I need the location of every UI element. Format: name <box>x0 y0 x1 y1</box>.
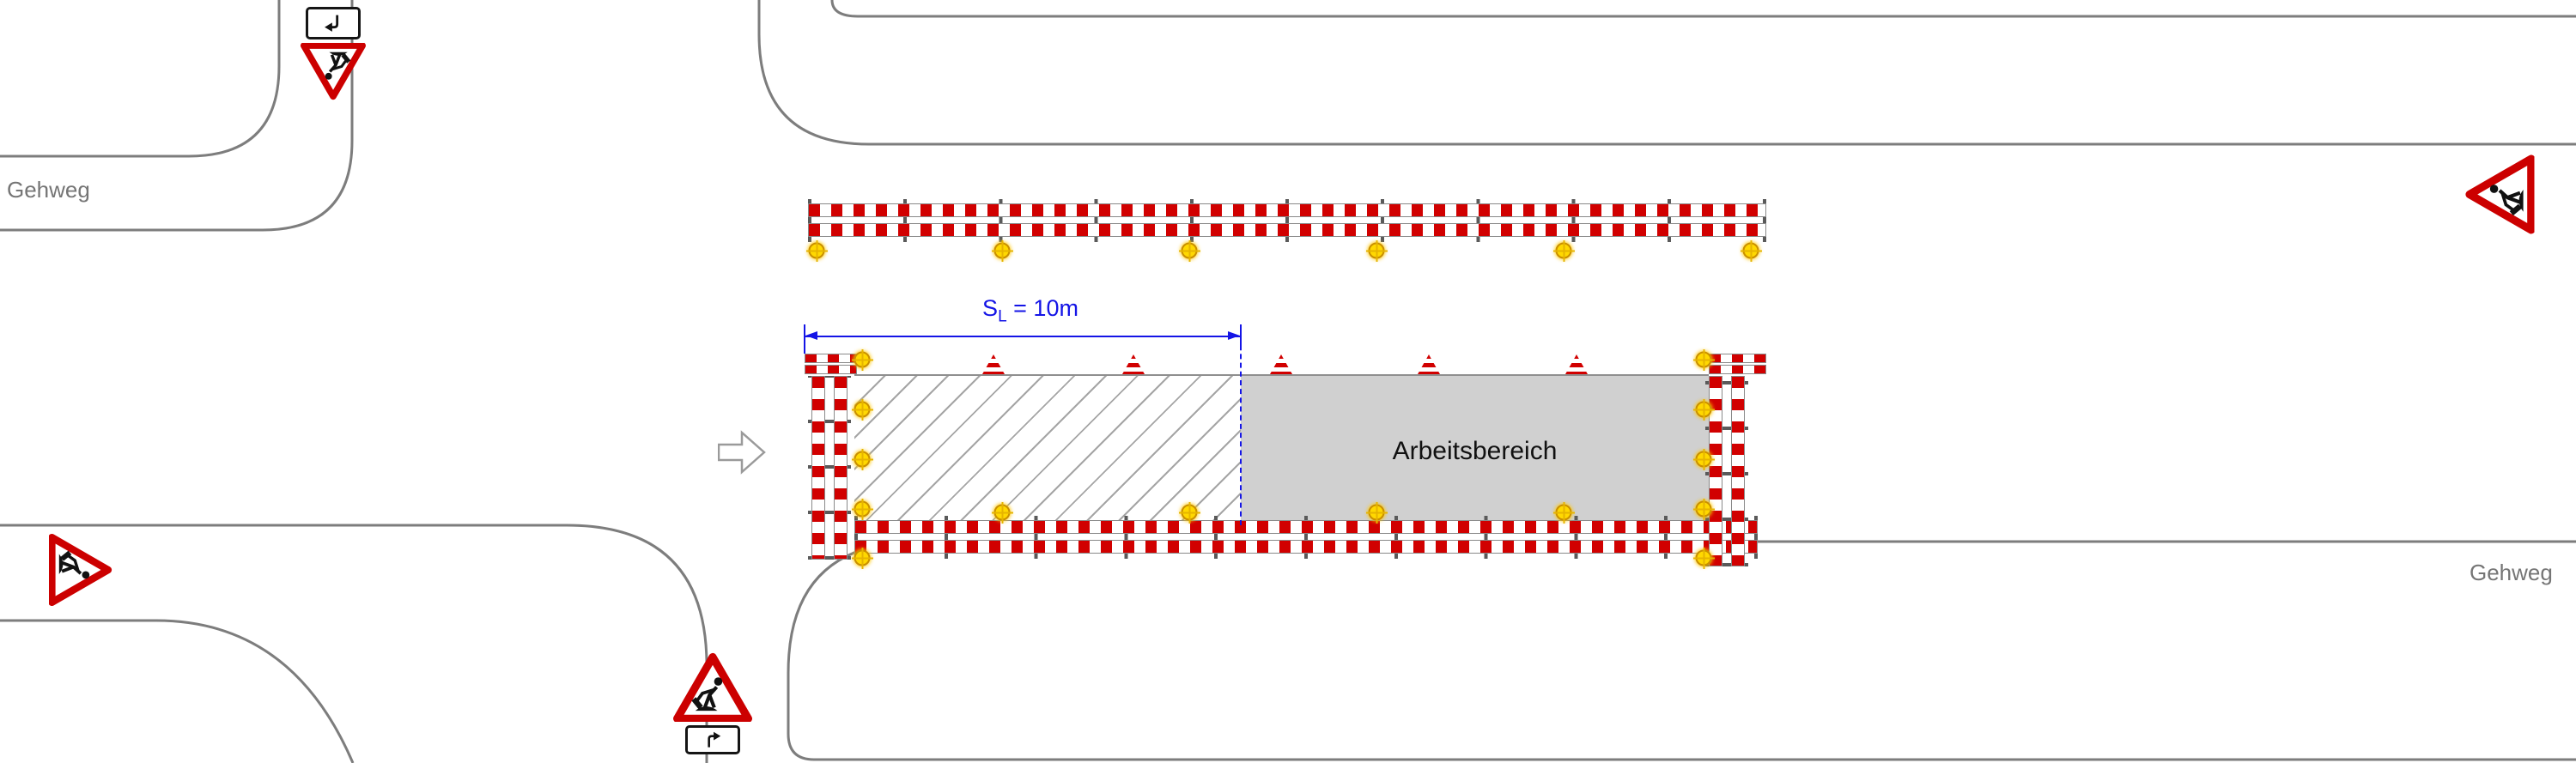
safety-zone-boundary-line <box>1240 336 1242 525</box>
warning-lamp-icon <box>1695 500 1712 518</box>
barrier-cap-left <box>805 365 857 374</box>
warning-lamp-icon <box>1181 504 1198 521</box>
curb-bottom-right <box>787 540 2576 761</box>
warning-lamp-icon <box>1555 242 1572 259</box>
barrier-cap-right <box>1709 354 1766 363</box>
barrier-fence-bottom <box>854 516 1758 559</box>
warning-lamp-icon <box>993 504 1011 521</box>
travel-direction-arrow-icon <box>718 430 766 475</box>
curb-bottom-left <box>0 524 708 763</box>
construction-warning-sign-icon <box>2465 155 2535 234</box>
hook-arrow-icon <box>323 14 339 33</box>
warning-lamp-icon <box>1695 549 1712 566</box>
warning-lamp-icon <box>1181 242 1198 259</box>
curb-top-left <box>0 0 354 232</box>
warning-lamp-icon <box>854 401 871 418</box>
hook-arrow-icon <box>708 730 722 748</box>
dimension-subscript: L <box>998 307 1007 326</box>
sidewalk-label-top-left: Gehweg <box>7 177 90 203</box>
dimension-tick-left <box>804 324 805 354</box>
dimension-arrowhead-right <box>1228 331 1240 340</box>
warning-lamp-icon <box>854 451 871 468</box>
barrier-upright-left <box>834 376 848 560</box>
work-area-label: Arbeitsbereich <box>1392 437 1558 465</box>
warning-lamp-icon <box>854 351 871 368</box>
warning-lamp-icon <box>808 242 825 259</box>
barrier-rail <box>854 520 1758 534</box>
barrier-upright-right <box>1709 376 1722 566</box>
warning-lamp-icon <box>1695 451 1712 468</box>
sidewalk-label-bottom-right: Gehweg <box>2470 560 2553 585</box>
dimension-label: SL = 10m <box>936 295 1125 326</box>
construction-warning-sign-icon <box>49 534 112 606</box>
sign-group-south-street <box>673 652 752 754</box>
barrier-fence-top <box>808 199 1766 242</box>
barrier-rail <box>854 540 1758 554</box>
detour-arrow-plate <box>306 7 361 39</box>
safety-zone-hatched-area <box>854 374 1241 527</box>
barrier-upright-left <box>811 376 825 560</box>
warning-lamp-icon <box>854 549 871 566</box>
warning-lamp-icon <box>854 500 871 518</box>
barrier-upright-right <box>1731 376 1745 566</box>
dimension-line <box>805 336 1241 337</box>
construction-warning-sign-icon <box>673 652 752 722</box>
barrier-cap-right <box>1709 365 1766 374</box>
warning-lamp-icon <box>993 242 1011 259</box>
warning-lamp-icon <box>1695 351 1712 368</box>
warning-lamp-icon <box>1695 401 1712 418</box>
curb-top-right <box>757 0 2576 146</box>
warning-lamp-icon <box>1742 242 1759 259</box>
warning-lamp-icon <box>1555 504 1572 521</box>
barrier-cap-left <box>805 354 857 363</box>
building-line-bottom-left <box>0 619 355 763</box>
warning-lamp-icon <box>1368 504 1385 521</box>
construction-warning-sign-icon <box>301 43 366 100</box>
sign-group-north-street <box>301 7 366 100</box>
barrier-rail <box>808 223 1766 237</box>
dimension-symbol: S <box>982 295 999 321</box>
dimension-arrowhead-left <box>805 331 817 340</box>
warning-lamp-icon <box>1368 242 1385 259</box>
barrier-rail <box>808 203 1766 217</box>
curb-top-left-building <box>0 0 281 158</box>
work-area: Arbeitsbereich <box>1241 374 1709 527</box>
detour-arrow-plate <box>685 725 740 754</box>
building-line-top-right <box>830 0 2576 18</box>
dimension-value: = 10m <box>1013 295 1078 321</box>
